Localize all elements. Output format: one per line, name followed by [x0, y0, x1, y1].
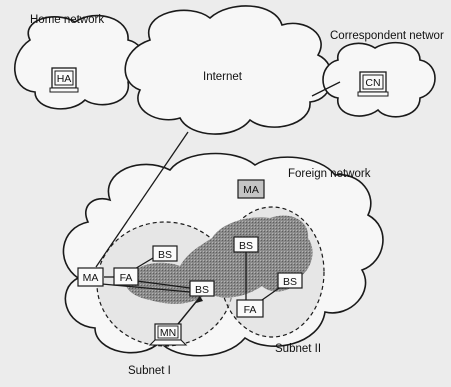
base-station-box-subnet1-center [189, 280, 215, 297]
internet-cloud [124, 5, 333, 135]
internet-label: Internet [203, 71, 243, 83]
home-agent-node: HA [49, 67, 79, 93]
base-station-box-subnet2-right [277, 272, 303, 289]
base-station-box-subnet2-top [233, 236, 259, 253]
bs-subnet1-center-label: BS [195, 284, 209, 296]
cn-label: CN [365, 77, 380, 89]
ma-top-label: MA [243, 184, 259, 196]
base-station-box-subnet1-top [152, 245, 178, 262]
mobile-node-laptop: MN [148, 323, 188, 346]
link-internet-foreign [95, 131, 189, 268]
ma-left-label: MA [83, 272, 99, 284]
home-network-cloud [14, 14, 146, 110]
home-network-label: Home network [30, 14, 104, 26]
mn-label: MN [160, 327, 176, 339]
foreign-agent-box-left [113, 267, 139, 286]
correspondent-node: CN [357, 71, 389, 97]
radio-link-mn-bs [177, 296, 201, 325]
link-internet-correspondent [311, 81, 341, 97]
bs-subnet2-right-label: BS [283, 276, 297, 288]
foreign-network-label: Foreign network [288, 168, 371, 180]
fa-left-label: FA [120, 272, 133, 284]
link-fa-bs-center [136, 280, 191, 289]
mobility-agent-box-left [77, 267, 104, 287]
subnet-1-label: Subnet I [128, 365, 171, 377]
mobility-agent-box-top [237, 179, 265, 199]
fa-right-label: FA [244, 304, 257, 316]
mobility-coverage-area [125, 215, 313, 304]
foreign-agent-box-right [236, 299, 264, 318]
ha-label: HA [57, 73, 72, 85]
subnet-2-label: Subnet II [275, 343, 321, 355]
bs-subnet1-top-label: BS [158, 249, 172, 261]
bs-subnet2-top-label: BS [239, 240, 253, 252]
correspondent-network-label: Correspondent networ [330, 30, 444, 42]
arrow-head [196, 296, 203, 303]
